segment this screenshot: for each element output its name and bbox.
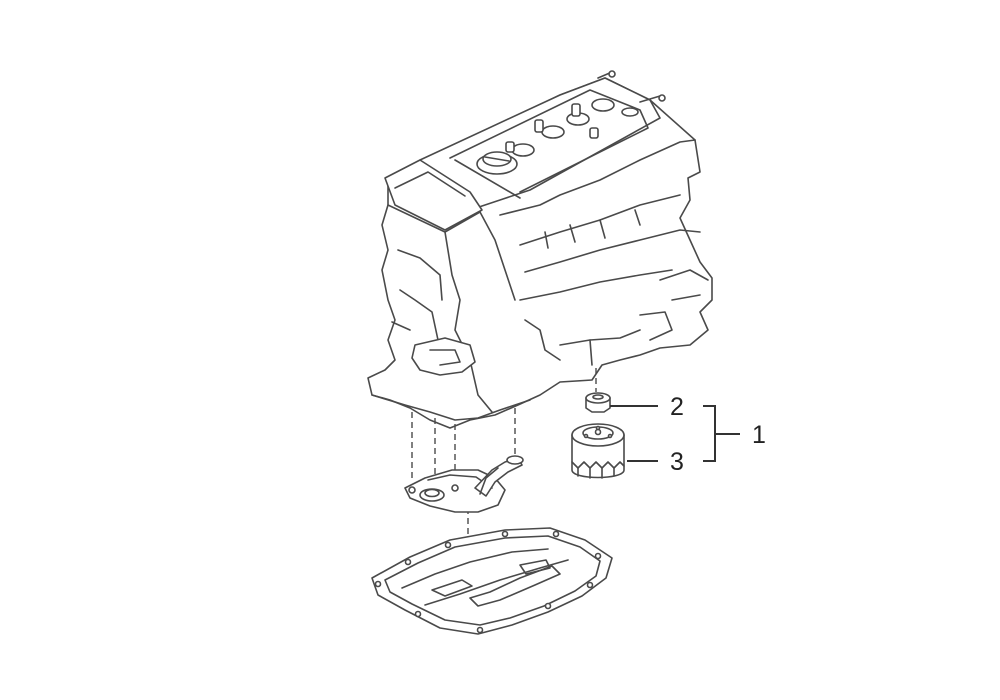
- oil-pan: [371, 527, 613, 635]
- callout-2: 2: [670, 393, 684, 421]
- oil-strainer: [404, 455, 524, 513]
- callout-3: 3: [670, 448, 684, 476]
- callout-1: 1: [752, 421, 766, 449]
- engine-block: [367, 70, 713, 429]
- callout-leaders: [610, 405, 740, 462]
- bracket-1: [703, 405, 740, 462]
- oil-filter: [571, 423, 625, 479]
- oil-filter-union: [585, 392, 611, 413]
